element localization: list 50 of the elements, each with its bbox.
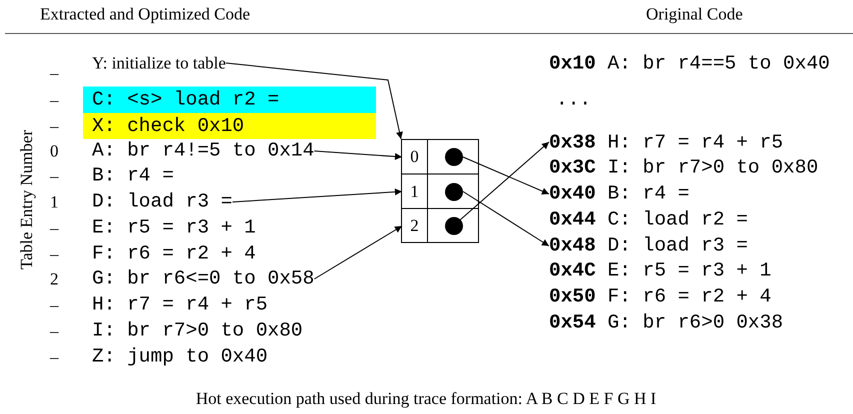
arrow (314, 226, 402, 280)
arrow (314, 150, 402, 160)
table-entry-number: 2 (50, 270, 58, 288)
code-line: 0x38 H: r7 = r4 + r5 (549, 133, 784, 153)
axis-label: Table Entry Number (18, 130, 35, 270)
lookup-table (401, 139, 479, 243)
table-entry-number: – (50, 348, 58, 366)
table-entry-number: – (50, 322, 58, 340)
code-line: 0x40 B: r4 = (549, 184, 690, 204)
code-line: A: br r4!=5 to 0x14 (92, 141, 314, 161)
table-entry-number: – (50, 220, 58, 236)
table-entry-number: – (50, 118, 58, 134)
caption: Hot execution path used during trace formation: A B C D E F G H I (196, 390, 656, 407)
code-line: 0x3C I: br r7>0 to 0x80 (549, 158, 818, 178)
table-entry-number: 2 (402, 209, 427, 243)
arrow (225, 62, 403, 140)
column-heading: Original Code (646, 6, 743, 22)
arrow (462, 191, 550, 246)
table-entry-number: – (50, 168, 58, 184)
table-entry-number: 0 (402, 140, 427, 174)
table-entry-number: 1 (50, 194, 58, 210)
pointer-dot (445, 148, 463, 166)
table-entry-number: 0 (50, 142, 58, 160)
code-line: 0x10 A: br r4==5 to 0x40 (549, 54, 830, 74)
code-line: 0x44 C: load r2 = (549, 210, 748, 230)
table-entry-number: – (50, 246, 58, 262)
code-line: E: r5 = r3 + 1 (92, 218, 256, 238)
code-line: 0x48 D: load r3 = (549, 236, 748, 256)
arrow (462, 156, 550, 194)
code-line: F: r6 = r2 + 4 (92, 244, 256, 264)
pointer-dot (445, 182, 463, 200)
code-line: 0x4C E: r5 = r3 + 1 (549, 261, 772, 281)
ellipsis: ... (556, 90, 592, 110)
code-line: 0x54 G: br r6>0 0x38 (549, 313, 784, 333)
column-heading: Extracted and Optimized Code (40, 6, 250, 22)
code-line: Y: initialize to table (92, 54, 226, 72)
arrow (232, 188, 402, 202)
table-entry-number: – (50, 296, 58, 314)
code-line: I: br r7>0 to 0x80 (92, 321, 303, 341)
table-entry-number: – (50, 92, 58, 108)
code-line: Z: jump to 0x40 (92, 347, 268, 367)
table-entry-number: 1 (402, 174, 427, 208)
code-line: G: br r6<=0 to 0x58 (92, 269, 314, 289)
pointer-dot (445, 217, 463, 235)
code-line: B: r4 = (92, 166, 174, 186)
code-line: 0x50 F: r6 = r2 + 4 (549, 287, 772, 307)
code-line: H: r7 = r4 + r5 (92, 295, 268, 315)
table-entry-number: – (50, 64, 58, 82)
arrow (460, 142, 550, 220)
code-line: D: load r3 = (92, 192, 232, 212)
